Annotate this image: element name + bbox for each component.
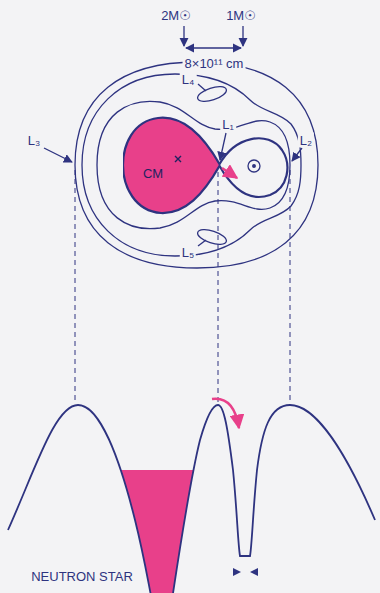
projection-line [218,172,219,402]
primary-lobe-fill [123,118,220,213]
l4-loop [196,84,228,105]
l4-leader [198,84,206,91]
separation-label: 8×10¹¹ cm [183,56,246,71]
lagrange-label: L₂ [298,133,314,148]
projection-line [290,170,291,402]
l5-loop [196,227,228,248]
mass-label: 2M☉ [159,8,193,23]
neutron-star-symbol [248,160,260,172]
center-of-mass-mark [175,156,181,162]
outer-contour [75,62,318,268]
neutron-star-dot [253,165,256,168]
lagrange-label: L₄ [180,72,197,87]
roche-lobe: CM [123,115,220,216]
companion-lobe [219,138,287,197]
mass-flow-arrow [222,168,237,178]
l5-leader [198,240,206,246]
l3-leader [44,148,72,162]
lagrange-label: L₃ [26,133,43,148]
potential-curve [8,405,375,593]
critical-contour [97,101,290,228]
l2-leader [292,148,302,161]
mass-arrow [242,26,243,46]
center-of-mass-label: CM [143,167,163,180]
horseshoe-contour [82,74,301,256]
mass-label: 1M☉ [224,8,258,23]
neutron-star-label: NEUTRON STAR [29,569,135,584]
projection-line [75,170,76,402]
mass-arrow [183,26,184,46]
lagrange-label: L₁ [220,117,236,132]
separation-arrow [186,47,241,48]
overflow-arrow [212,399,239,428]
lobe-outline [123,115,220,216]
l1-leader [220,133,226,160]
neutron-star-marker [233,568,258,576]
lagrange-label: L₅ [180,245,196,260]
